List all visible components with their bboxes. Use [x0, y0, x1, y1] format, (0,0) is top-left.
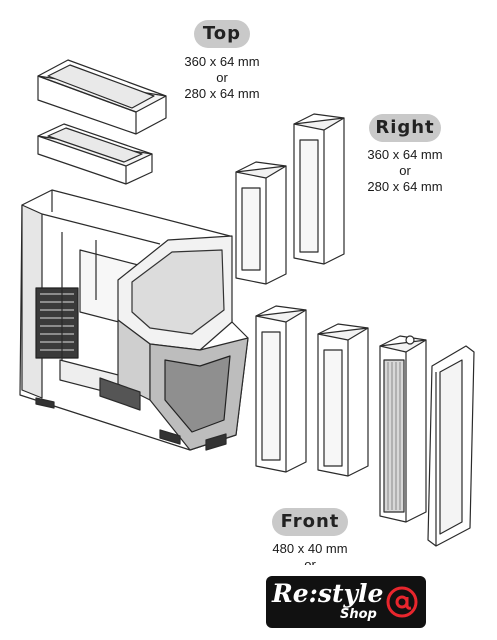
restyle-shop-logo: Re:style Shop	[266, 576, 426, 628]
logo-shop: Shop	[340, 607, 377, 622]
front-mesh-panel	[427, 345, 475, 547]
top-radiator-2	[37, 123, 153, 185]
right-radiator-1	[235, 161, 287, 285]
right-spec: 360 x 64 mm or 280 x 64 mm	[343, 147, 467, 195]
pc-case	[19, 189, 249, 451]
top-spec: 360 x 64 mm or 280 x 64 mm	[160, 54, 284, 102]
front-size-480: 480 x 40 mm	[272, 541, 348, 556]
front-or: or	[304, 557, 316, 565]
right-or: or	[399, 163, 411, 178]
front-spec: 480 x 40 mm or	[248, 541, 372, 565]
cart-at-icon	[386, 586, 418, 618]
top-or: or	[216, 70, 228, 85]
front-radiator-1	[255, 305, 307, 473]
right-size-280: 280 x 64 mm	[367, 179, 443, 194]
front-radiator-3	[379, 335, 427, 523]
top-size-360: 360 x 64 mm	[184, 54, 260, 69]
right-size-360: 360 x 64 mm	[367, 147, 443, 162]
logo-brand: Re:style	[272, 579, 384, 608]
right-title: Right	[369, 114, 441, 142]
front-radiator-2	[317, 323, 369, 477]
front-title: Front	[272, 508, 348, 536]
top-title: Top	[194, 20, 250, 48]
top-size-280: 280 x 64 mm	[184, 86, 260, 101]
top-radiator-1	[37, 59, 167, 135]
right-radiator-2	[293, 113, 345, 265]
